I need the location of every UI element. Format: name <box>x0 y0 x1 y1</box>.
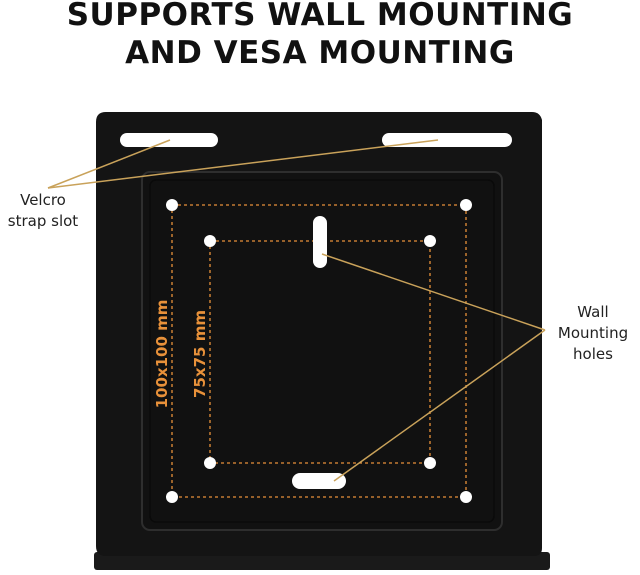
vesa-100-outline <box>171 204 467 498</box>
wall-mounting-hole-bottom <box>292 473 346 489</box>
vesa-75-holes <box>204 235 436 469</box>
wall-mounting-holes-label: Wall Mounting holes <box>557 303 629 363</box>
panel-inner-edge <box>149 179 495 523</box>
wall-mounting-hole-top <box>313 216 327 268</box>
raised-panel <box>141 171 503 531</box>
headline-line-1: SUPPORTS WALL MOUNTING <box>66 0 574 33</box>
plate-base <box>94 552 550 570</box>
dimension-100-label: 100x100 mm <box>153 299 171 409</box>
leader-lines <box>47 139 546 482</box>
velcro-strap-slot-label: Velcro strap slot <box>7 191 79 230</box>
velcro-leader-right <box>47 139 439 189</box>
wall-leader-bottom <box>333 329 546 482</box>
velcro-leader-left <box>47 139 171 189</box>
dimension-75-label: 75x75 mm <box>191 310 209 398</box>
headline-line-2: AND VESA MOUNTING <box>125 35 515 71</box>
wall-leader-top <box>321 253 546 331</box>
vesa-100-holes <box>166 199 472 503</box>
